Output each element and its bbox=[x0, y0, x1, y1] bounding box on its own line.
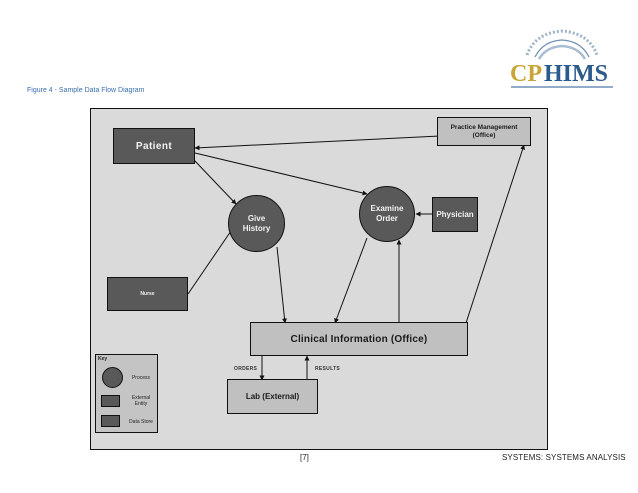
nurse-label: Nurse bbox=[140, 291, 155, 297]
flow-nurse-to-history bbox=[187, 227, 234, 295]
external-entity-nurse[interactable]: Nurse bbox=[107, 277, 188, 311]
laurel-icon: CP HIMS bbox=[510, 29, 613, 88]
footer-section-title: SYSTEMS: SYSTEMS ANALYSIS bbox=[502, 453, 626, 462]
examine-order-label-1: Examine bbox=[370, 204, 404, 213]
flow-patient-to-history bbox=[193, 159, 237, 205]
logo-hims: HIMS bbox=[544, 61, 608, 87]
flow-history-to-clinical bbox=[276, 246, 288, 324]
key-data-store-icon bbox=[101, 415, 120, 427]
practice-management-label: Practice Management bbox=[450, 123, 518, 131]
cphims-logo: CP HIMS bbox=[505, 25, 620, 95]
flow-practice-to-patient bbox=[194, 135, 441, 151]
data-store-practice-management[interactable]: Practice Management (Office) bbox=[437, 117, 531, 146]
figure-caption: Figure 4 - Sample Data Flow Diagram bbox=[27, 87, 145, 94]
physician-label: Physician bbox=[436, 210, 474, 219]
flow-clinical-to-practice bbox=[465, 144, 525, 324]
external-entity-physician[interactable]: Physician bbox=[432, 197, 478, 232]
key-title: Key bbox=[98, 356, 108, 362]
page-number: [7] bbox=[300, 453, 309, 462]
external-entity-lab[interactable]: Lab (External) bbox=[227, 379, 318, 414]
logo-cp: CP bbox=[510, 61, 542, 87]
examine-order-label-2: Order bbox=[376, 214, 398, 223]
legend-key: Key Process External Entity Data Store bbox=[95, 354, 158, 433]
patient-label: Patient bbox=[135, 140, 173, 152]
results-label: RESULTS bbox=[315, 366, 341, 372]
give-history-label-1: Give bbox=[247, 213, 266, 223]
data-store-clinical-information[interactable]: Clinical Information (Office) bbox=[250, 322, 468, 356]
lab-label: Lab (External) bbox=[245, 392, 300, 401]
flow-patient-to-examine bbox=[194, 152, 368, 196]
flow-examine-to-clinical bbox=[334, 237, 368, 324]
key-process-label: Process bbox=[131, 375, 151, 381]
key-process-icon bbox=[102, 367, 123, 388]
give-history-label-2: History bbox=[242, 223, 271, 233]
process-examine-order[interactable]: Examine Order bbox=[359, 186, 415, 242]
clinical-information-label: Clinical Information (Office) bbox=[290, 333, 428, 345]
external-entity-patient[interactable]: Patient bbox=[113, 128, 195, 164]
key-external-entity-icon bbox=[101, 395, 120, 407]
orders-label: ORDERS bbox=[234, 366, 258, 372]
process-give-history[interactable]: Give History bbox=[228, 195, 285, 252]
key-external-entity-label: External Entity bbox=[128, 395, 154, 407]
key-data-store-label: Data Store bbox=[129, 419, 153, 425]
practice-management-sublabel: (Office) bbox=[472, 131, 496, 139]
key-external-entity-line-1: External bbox=[131, 395, 151, 401]
key-external-entity-line-2: Entity bbox=[134, 401, 148, 407]
